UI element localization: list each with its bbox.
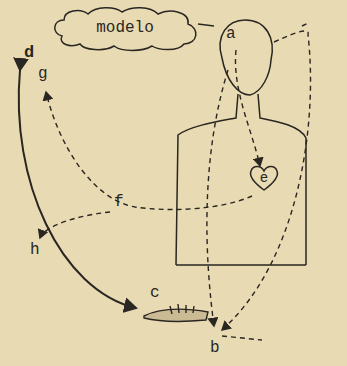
part-letter: g: [38, 66, 48, 82]
cloud-leader: [198, 24, 214, 26]
thought-cloud: modelo: [50, 6, 200, 50]
brush-symbol: [144, 304, 208, 321]
part-letter: c: [150, 285, 160, 301]
f-h-path: [40, 212, 110, 238]
b-out-path: [222, 336, 262, 340]
eye-b-path: [207, 70, 228, 326]
node-text: e: [260, 170, 268, 186]
node-text: modelo: [96, 19, 154, 37]
heart-shape: e: [249, 164, 279, 192]
part-letter: d: [24, 44, 34, 61]
part-letter: b: [210, 340, 220, 356]
part-letter: h: [30, 242, 40, 258]
part-letter: a: [226, 26, 236, 42]
link-arrow: [19, 70, 136, 308]
head-heart-path: [235, 50, 260, 166]
heart-g-path: [46, 92, 252, 209]
head-arrow-tick: [302, 22, 310, 26]
head-outline: [220, 20, 272, 95]
torso-bottom: [176, 264, 306, 266]
part-letter: f: [114, 194, 124, 210]
head-b-path: [222, 31, 311, 330]
